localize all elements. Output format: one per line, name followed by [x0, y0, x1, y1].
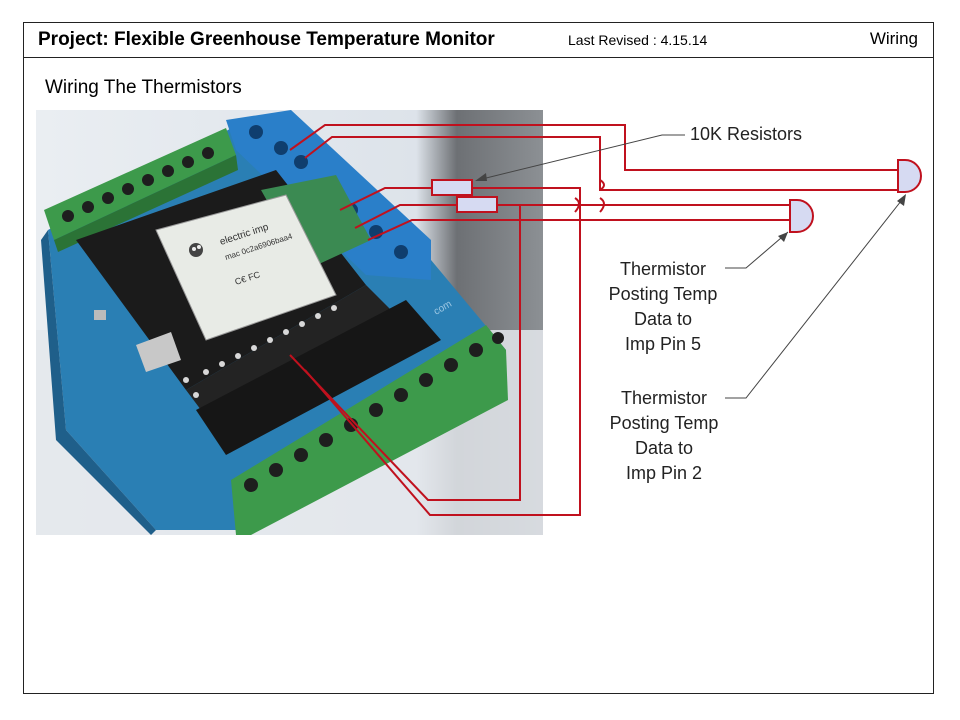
diagram-subtitle: Wiring The Thermistors [45, 77, 242, 98]
wire-resistor2-in [354, 204, 457, 229]
wire-thermistor-pin2-bottom [304, 136, 898, 191]
leader-arrowheads [475, 173, 906, 242]
pin2-line-2: Posting Temp [609, 413, 719, 433]
leader-thermistor-pin2 [725, 195, 906, 399]
thermistor-pin2 [897, 159, 922, 193]
imp-logo [189, 243, 203, 257]
pin2-line-1: Thermistor [620, 388, 707, 408]
green-terminals-top [44, 128, 238, 252]
leader-lines [477, 134, 906, 399]
board-photo: electric imp mac 0c2a6906baa4 C€ FC com [36, 110, 543, 535]
wire-group [289, 124, 898, 516]
section-name: Wiring [869, 29, 918, 48]
page-frame [23, 22, 934, 694]
resistor-1 [431, 179, 473, 196]
green-terminals-bottom [231, 325, 508, 535]
project-title: Project: Flexible Greenhouse Temperature… [38, 29, 495, 50]
pin5-line-3: Data to [633, 309, 693, 329]
thermistor-pin2-label: Thermistor Posting Temp Data to Imp Pin … [589, 386, 739, 486]
leader-thermistor-pin5 [725, 231, 789, 269]
pin2-line-3: Data to [634, 438, 694, 458]
pin5-line-2: Posting Temp [608, 284, 718, 304]
thermistor-pin5-label: Thermistor Posting Temp Data to Imp Pin … [588, 257, 738, 357]
resistors-label: 10K Resistors [690, 124, 803, 144]
pin2-line-4: Imp Pin 2 [625, 463, 703, 483]
header-bar: Project: Flexible Greenhouse Temperature… [23, 22, 934, 58]
wire-resistor1-in [339, 187, 432, 211]
imp-module [155, 194, 337, 341]
wire-thermistor-pin5 [367, 219, 790, 241]
usb-connector [136, 332, 181, 372]
resistor-2 [456, 196, 498, 213]
wire-resistor2-to-pin [289, 205, 521, 501]
wire-resistor1-to-pin [304, 187, 581, 516]
board-illustration: electric imp mac 0c2a6906baa4 C€ FC com [36, 110, 543, 535]
pin5-line-4: Imp Pin 5 [624, 334, 702, 354]
wire-thermistor-pin2-top [289, 124, 898, 171]
pin5-line-1: Thermistor [619, 259, 706, 279]
imp-antenna-board [261, 175, 371, 270]
thermistor-pin5 [789, 199, 814, 233]
leader-resistors [477, 134, 685, 181]
last-revised: Last Revised : 4.15.14 [568, 32, 708, 48]
